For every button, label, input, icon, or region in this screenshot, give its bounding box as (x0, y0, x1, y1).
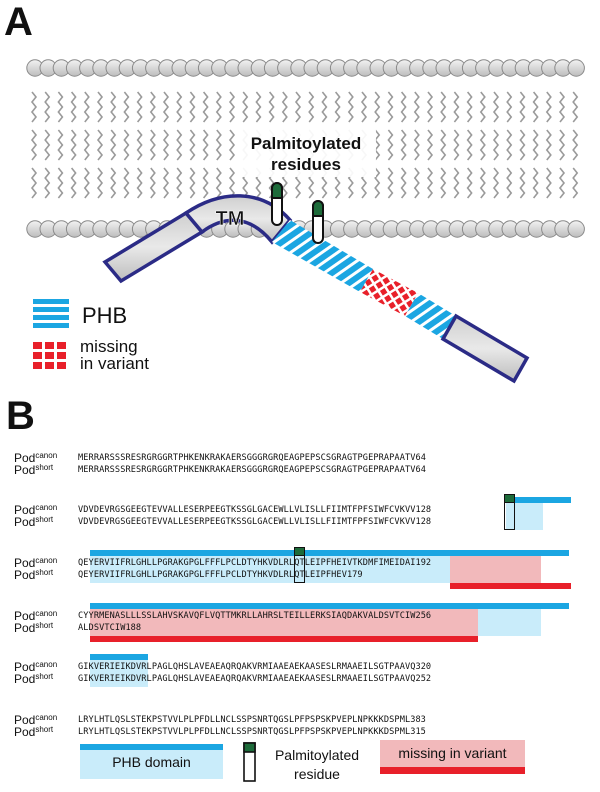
tm-label: TM (216, 208, 245, 230)
residue-number: 128 (415, 517, 432, 527)
sequence-text: LRYLHTLQSLSTEKPSTVVLPLPFDLLNCLSSPSNRTQGS… (78, 727, 411, 737)
sequence-text: LRYLHTLQSLSTEKPSTVVLPLPFDLLNCLSSPSNRTQGS… (78, 715, 411, 725)
residue-number: 188 (125, 623, 141, 633)
alignment-row-canon: Podcanon VDVDEVRGSGEEGTEVVALLESERPEEGTKSS… (14, 503, 432, 517)
legend-missing-label-1: missing (80, 337, 138, 356)
sequence-text: MERRARSSSRESRGRGGRTPHKENKRAKAERSGGGRGRQE… (78, 453, 416, 463)
residue-number: 252 (415, 674, 432, 684)
sequence-text: QEYERVIIFRLGHLLPGRAKGPGLFFFLPCLDTYHKVDLR… (78, 570, 347, 580)
c-terminal-segment (440, 313, 530, 384)
missing-segment (360, 269, 418, 316)
legend-missing-label-2: in variant (80, 354, 149, 373)
residue-number: 128 (415, 505, 432, 515)
phb-segment-1 (272, 220, 373, 292)
species-label: Podcanon (14, 713, 58, 727)
phb-highlight (90, 660, 149, 687)
phb-highlight (478, 609, 542, 636)
phb-segment-2 (405, 293, 456, 339)
phb-bar (90, 603, 570, 609)
alignment-row-short: Podshort QEYERVIIFRLGHLLPGRAKGPGLFFFLPCLD… (14, 568, 363, 582)
phb-legend-bar (80, 744, 223, 750)
residue-number: 192 (415, 558, 432, 568)
species-label: Podshort (14, 621, 54, 635)
phb-legend-label: PHB domain (112, 754, 191, 770)
palmitoylated-label-line1: Palmitoylated (251, 134, 362, 153)
species-label: Podcanon (14, 451, 58, 465)
panel-b-letter: B (6, 394, 35, 438)
missing-bar (90, 636, 479, 642)
missing-legend-label: missing in variant (398, 745, 507, 761)
sequence-text: MERRARSSSRESRGRGGRTPHKENKRAKAERSGGGRGRQE… (78, 465, 416, 475)
panel-a-letter: A (4, 0, 33, 44)
membrane-diagram: Palmitoylated residues TM PHB missing in… (26, 59, 585, 384)
species-label: Podcanon (14, 556, 58, 570)
phb-legend-box (80, 750, 223, 779)
sequence-text: QEYERVIIFRLGHLLPGRAKGPGLFFFLPCLDTYHKVDLR… (78, 558, 416, 568)
alignment-row-canon: Podcanon LRYLHTLQSLSTEKPSTVVLPLPFDLLNCLSS… (14, 713, 426, 727)
missing-legend-box (380, 740, 525, 767)
legend-phb-label: PHB (82, 303, 127, 328)
species-label: Podcanon (14, 660, 58, 674)
species-label: Podshort (14, 568, 54, 582)
palmitoyl-legend-line1: Palmitoylated (274, 747, 360, 763)
species-label: Podshort (14, 515, 54, 529)
alignment-row-short: Podshort VDVDEVRGSGEEGTEVVALLESERPEEGTKSS… (14, 515, 432, 529)
missing-highlight (450, 556, 542, 583)
residue-number: 64 (415, 453, 426, 463)
alignment-row-canon: Podcanon MERRARSSSRESRGRGGRTPHKENKRAKAERS… (14, 451, 426, 465)
missing-legend-bar (380, 767, 525, 774)
phb-bar (506, 497, 572, 503)
missing-highlight (90, 609, 479, 636)
protein-chain (102, 194, 530, 384)
sequence-text: GIKVERIEIKDVRLPAGLQHSLAVEAEAQRQAKVRMIAAE… (78, 674, 416, 684)
phb-highlight (90, 556, 451, 583)
legend-missing: missing in variant (33, 337, 149, 373)
species-label: Podshort (14, 672, 54, 686)
palmitoylated-residue-box (293, 547, 305, 583)
legend-phb: PHB (33, 299, 127, 328)
palmitoylated-label-line2: residues (271, 155, 341, 174)
phb-bar (90, 550, 570, 556)
palmitoyl-legend-icon (243, 742, 256, 782)
species-label: Podcanon (14, 609, 58, 623)
palmitoyl-pin-2 (312, 200, 324, 244)
sequence-text: VDVDEVRGSGEEGTEVVALLESERPEEGTKSSGLGACEWL… (78, 505, 416, 515)
species-label: Podshort (14, 463, 54, 477)
residue-number: 315 (410, 727, 426, 737)
residue-number: 383 (410, 715, 426, 725)
alignment-row-short: Podshort ALDSVTCIW188 (14, 621, 141, 635)
sequence-text: GIKVERIEIKDVRLPAGLQHSLAVEAEAQRQAKVRMIAAE… (78, 662, 416, 672)
alignment-row-canon: Podcanon GIKVERIEIKDVRLPAGLQHSLAVEAEAQRQA… (14, 660, 432, 674)
sequence-text: CYYRMENASLLLSSLAHVSKAVQFLVQTTMKRLLAHRSLT… (78, 611, 416, 621)
palmitoylated-residue-box (504, 494, 516, 530)
missing-bar (450, 583, 572, 589)
phb-bar (90, 654, 149, 660)
residue-number: 256 (415, 611, 432, 621)
residue-number: 320 (415, 662, 432, 672)
palmitoyl-legend-text: Palmitoylated residue (262, 746, 372, 784)
residue-number: 179 (346, 570, 363, 580)
phb-highlight (506, 503, 544, 530)
residue-number: 64 (415, 465, 426, 475)
sequence-text: VDVDEVRGSGEEGTEVVALLESERPEEGTKSSGLGACEWL… (78, 517, 416, 527)
alignment-row-short: Podshort GIKVERIEIKDVRLPAGLQHSLAVEAEAQRQA… (14, 672, 432, 686)
alignment-legend: PHB domain Palmitoylated residue missing… (0, 740, 600, 792)
palmitoyl-pin-1 (271, 182, 283, 226)
alignment-row-short: Podshort MERRARSSSRESRGRGGRTPHKENKRAKAERS… (14, 463, 426, 477)
alignment-row-short: Podshort LRYLHTLQSLSTEKPSTVVLPLPFDLLNCLSS… (14, 725, 426, 739)
species-label: Podshort (14, 725, 54, 739)
alignment-row-canon: Podcanon CYYRMENASLLLSSLAHVSKAVQFLVQTTMKR… (14, 609, 432, 623)
sequence-text: ALDSVTCIW (78, 623, 126, 633)
alignment-row-canon: Podcanon QEYERVIIFRLGHLLPGRAKGPGLFFFLPCLD… (14, 556, 432, 570)
species-label: Podcanon (14, 503, 58, 517)
palmitoyl-legend-line2: residue (294, 766, 340, 782)
